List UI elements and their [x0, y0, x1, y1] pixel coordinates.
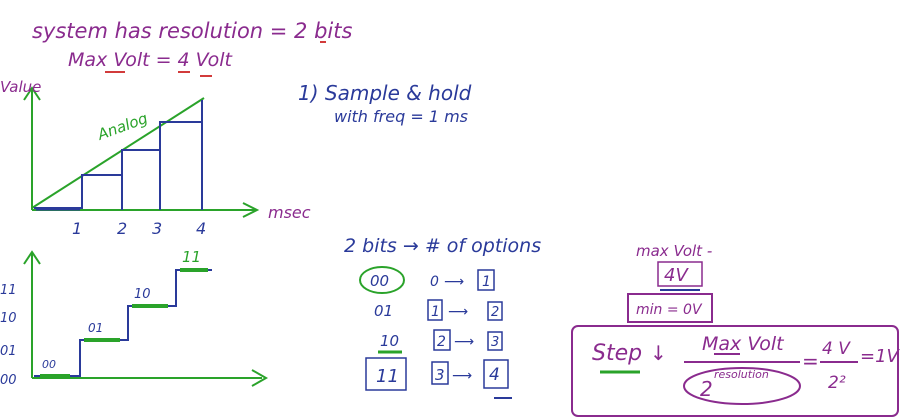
digital-ytick-11: 11 — [0, 283, 17, 298]
digital-ytick-10: 10 — [0, 311, 17, 326]
mapping-code-10: 10 — [380, 332, 399, 350]
mapping-arrow-2: ⟶ — [454, 334, 474, 350]
digital-y-arrow — [23, 250, 41, 265]
mapping-from-box-1 — [427, 299, 443, 321]
step-equals-bottom: 2² — [828, 373, 846, 393]
digital-x-arrow — [251, 369, 269, 387]
digital-staircase — [34, 269, 212, 377]
mapping-arrow-1: ⟶ — [448, 304, 468, 320]
digital-level-marks — [40, 268, 208, 378]
mapping-to-box-0 — [477, 269, 495, 291]
digital-chart: 11 10 01 00 00 01 10 11 — [0, 248, 269, 388]
analog-tick-1: 1 — [72, 219, 82, 238]
mapping-to-box-1 — [487, 301, 503, 321]
mapping-to-3: 4 — [489, 365, 500, 385]
step-fraction-top: Max Volt — [702, 333, 785, 355]
mapping-to-2: 3 — [491, 335, 499, 350]
mapping-from-2: 2 — [437, 334, 446, 350]
step-label: Step — [592, 341, 642, 366]
mapping-code-00: 00 — [370, 272, 389, 290]
step-fraction-bottom: 2 — [700, 377, 713, 401]
mapping-from-box-2 — [433, 329, 451, 351]
analog-x-label: msec — [268, 203, 311, 222]
mapping-to-1: 2 — [491, 305, 499, 320]
step-result: =1V — [860, 346, 900, 367]
step-exponent: resolution — [714, 368, 769, 381]
mapping-code-01: 01 — [374, 302, 393, 320]
analog-curve — [31, 97, 205, 209]
step-denominator-circle — [683, 367, 801, 405]
note-sample-hold: 1) Sample & hold — [298, 81, 472, 105]
digital-step-label-10: 10 — [134, 287, 151, 302]
mapping-from-3: 3 — [435, 366, 445, 384]
mapping-code-11: 11 — [376, 366, 399, 387]
step-equals-top: 4 V — [822, 339, 851, 359]
step-box-frame — [571, 325, 899, 417]
digital-ytick-00: 00 — [0, 373, 17, 388]
volt-box: max Volt - 4V min = 0V — [627, 242, 713, 323]
analog-tick-4: 4 — [196, 219, 206, 238]
volt-min-box — [627, 293, 713, 323]
step-equals-1: = — [802, 349, 819, 373]
mapping-to-box-2 — [487, 331, 503, 351]
analog-y-arrow — [23, 86, 41, 101]
mapping-from-1: 1 — [431, 304, 440, 320]
analog-tick-3: 3 — [152, 219, 162, 238]
analog-tick-2: 2 — [117, 219, 127, 238]
mapping-arrow-3: ⟶ — [452, 368, 472, 384]
volt-min-label: min = 0V — [636, 302, 703, 318]
mapping-table: 2 bits → # of options 00 0 ⟶ 1 01 1 ⟶ 2 … — [344, 235, 541, 399]
volt-max-value: 4V — [664, 265, 689, 286]
mapping-to-box-3 — [483, 359, 509, 389]
volt-max-box — [657, 261, 703, 287]
analog-y-label: Value — [0, 78, 41, 96]
header-underline-marks — [105, 41, 326, 77]
mapping-arrow-0: ⟶ — [444, 274, 464, 290]
digital-step-label-01: 01 — [88, 321, 103, 335]
header-max-volt: Max Volt = 4 Volt — [68, 49, 233, 71]
volt-max-label: max Volt - — [636, 242, 712, 260]
mapping-code-box-3 — [365, 357, 407, 391]
mapping-to-0: 1 — [482, 274, 491, 290]
step-arrow: ↓ — [650, 341, 667, 365]
mapping-code-circle — [359, 266, 405, 294]
digital-step-label-11: 11 — [182, 248, 201, 266]
mapping-from-box-3 — [431, 361, 449, 385]
note-frequency: with freq = 1 ms — [334, 107, 468, 126]
step-box: Step ↓ Max Volt 2 resolution = 4 V 2² =1… — [571, 325, 900, 417]
header-resolution: system has resolution = 2 bits — [32, 19, 352, 43]
mapping-from-0: 0 — [430, 274, 439, 290]
analog-x-arrow — [242, 202, 260, 218]
mapping-title: 2 bits → # of options — [344, 235, 541, 257]
digital-ytick-01: 01 — [0, 344, 17, 359]
analog-chart: Value msec Analog 1 2 3 4 — [0, 78, 311, 238]
digital-step-label-00: 00 — [42, 358, 56, 371]
